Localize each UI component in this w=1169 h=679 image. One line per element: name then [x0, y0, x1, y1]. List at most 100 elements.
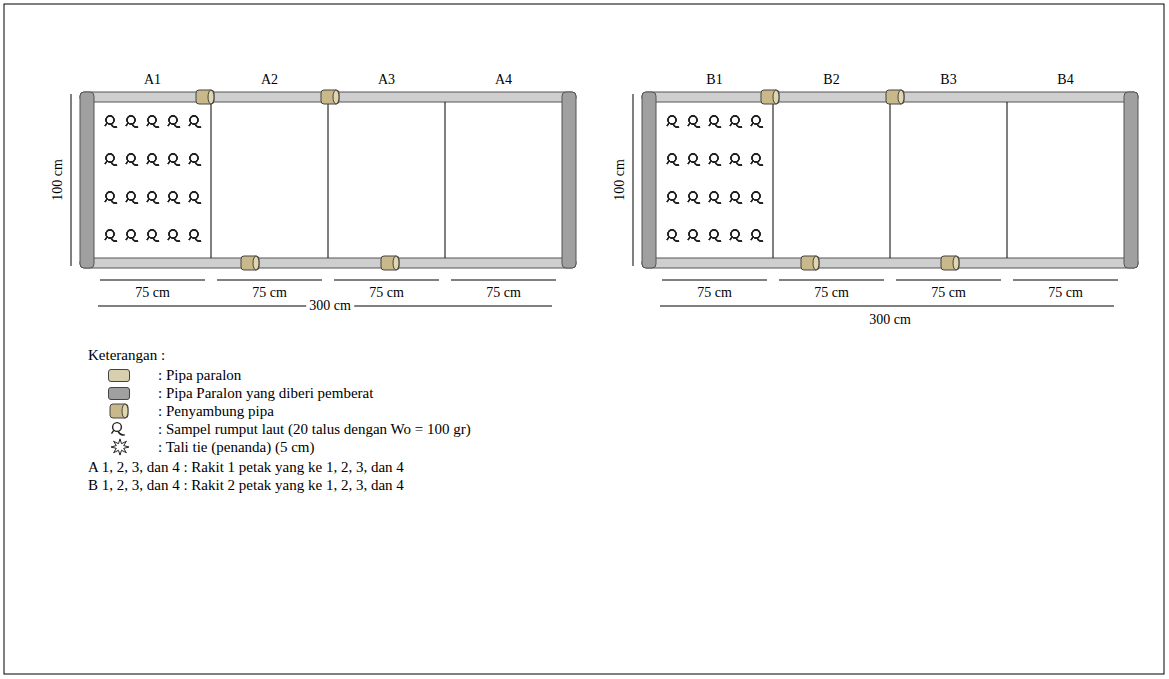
- dimension-label: 300 cm: [306, 298, 354, 314]
- seaweed-sample: [126, 192, 138, 203]
- seaweed-sample: [751, 230, 763, 241]
- seaweed-sample: [105, 192, 117, 203]
- seaweed-sample: [730, 230, 742, 241]
- seaweed-sample: [751, 116, 763, 127]
- compartment-label: A1: [144, 72, 161, 88]
- seaweed-sample: [189, 230, 201, 241]
- raft-compartment: A3: [328, 102, 445, 258]
- seaweed-sample: [730, 116, 742, 127]
- seaweed-sample: [751, 192, 763, 203]
- dimension-line: [662, 280, 767, 281]
- seaweed-sample: [189, 230, 201, 241]
- raft-compartment: B4: [1007, 102, 1124, 258]
- seaweed-sample: [189, 154, 201, 165]
- seaweed-sample: [105, 230, 117, 241]
- seaweed-sample: [189, 230, 201, 241]
- seaweed-sample: [709, 116, 721, 127]
- seaweed-sample: [189, 154, 201, 165]
- weighted-pipe: [562, 92, 576, 268]
- dimension-label: 100 cm: [50, 156, 66, 204]
- compartment-label: A2: [261, 72, 278, 88]
- pipe: [80, 258, 576, 268]
- seaweed-sample: [667, 116, 679, 127]
- seaweed-sample: [751, 154, 763, 165]
- seaweed-sample: [189, 116, 201, 127]
- seaweed-sample: [751, 230, 763, 241]
- seaweed-sample: [126, 116, 138, 127]
- seaweed-sample: [730, 192, 742, 203]
- seaweed-sample: [688, 192, 700, 203]
- seaweed-sample: [126, 230, 138, 241]
- dimension-label: 75 cm: [814, 285, 849, 301]
- seaweed-sample: [126, 154, 138, 165]
- raft-compartment: B2: [773, 102, 890, 258]
- seaweed-sample: [709, 230, 721, 241]
- dimension-label: 75 cm: [697, 285, 732, 301]
- dimension-label: 75 cm: [369, 285, 404, 301]
- divider: [773, 102, 774, 258]
- seaweed-sample: [189, 192, 201, 203]
- seaweed-sample: [147, 154, 159, 165]
- seaweed-sample: [189, 230, 201, 241]
- seaweed-sample: [168, 116, 180, 127]
- seaweed-sample: [709, 192, 721, 203]
- legend-item: : Tali tie (penanda) (5 cm): [108, 438, 315, 456]
- seaweed-sample: [751, 116, 763, 127]
- seaweed-sample: [709, 192, 721, 203]
- seaweed-sample: [688, 230, 700, 241]
- compartment-label: A4: [495, 72, 512, 88]
- dimension-label: 75 cm: [135, 285, 170, 301]
- dimension-line: [1013, 280, 1118, 281]
- seaweed-sample: [709, 230, 721, 241]
- seaweed-sample: [688, 154, 700, 165]
- seaweed-sample: [147, 192, 159, 203]
- seaweed-sample: [709, 192, 721, 203]
- seaweed-sample: [168, 192, 180, 203]
- tie-marker: [111, 439, 129, 455]
- seaweed-sample: [751, 116, 763, 127]
- compartment-label: B2: [823, 72, 839, 88]
- dimension-line: [71, 94, 72, 266]
- seaweed-sample: [688, 192, 700, 203]
- seaweed-sample: [105, 192, 117, 203]
- legend-text: : Penyambung pipa: [158, 402, 274, 420]
- seaweed-sample: [751, 192, 763, 203]
- seaweed-sample: [709, 116, 721, 127]
- outer-border: [4, 4, 1164, 674]
- seaweed-sample: [126, 154, 138, 165]
- divider: [1007, 102, 1008, 258]
- divider: [211, 102, 212, 258]
- seaweed-sample: [709, 116, 721, 127]
- weighted-pipe: [80, 92, 94, 268]
- pipe-connector: [761, 90, 779, 104]
- seaweed-sample: [147, 192, 159, 203]
- seaweed-sample: [105, 230, 117, 241]
- seaweed-sample: [751, 230, 763, 241]
- seaweed-sample: [105, 154, 117, 165]
- seaweed-sample: [667, 192, 679, 203]
- pipe-connector: [321, 90, 339, 104]
- seaweed-sample: [168, 230, 180, 241]
- seaweed-sample: [688, 116, 700, 127]
- legend-icon: [108, 420, 132, 438]
- seaweed-sample: [105, 116, 117, 127]
- raft-compartment: A2: [211, 102, 328, 258]
- legend-note: A 1, 2, 3, dan 4 : Rakit 1 petak yang ke…: [88, 458, 404, 476]
- legend-icon: [108, 438, 132, 456]
- seaweed-sample: [105, 116, 117, 127]
- seaweed-sample: [688, 116, 700, 127]
- seaweed-sample: [730, 116, 742, 127]
- seaweed-sample: [189, 116, 201, 127]
- seaweed-sample: [147, 116, 159, 127]
- seaweed-sample: [147, 230, 159, 241]
- pipe-connector: [381, 256, 399, 270]
- divider: [445, 102, 446, 258]
- seaweed-sample: [189, 192, 201, 203]
- seaweed-sample: [730, 192, 742, 203]
- seaweed-sample: [667, 154, 679, 165]
- seaweed-sample: [751, 154, 763, 165]
- seaweed-sample: [189, 116, 201, 127]
- seaweed-sample: [751, 154, 763, 165]
- seaweed-sample: [688, 154, 700, 165]
